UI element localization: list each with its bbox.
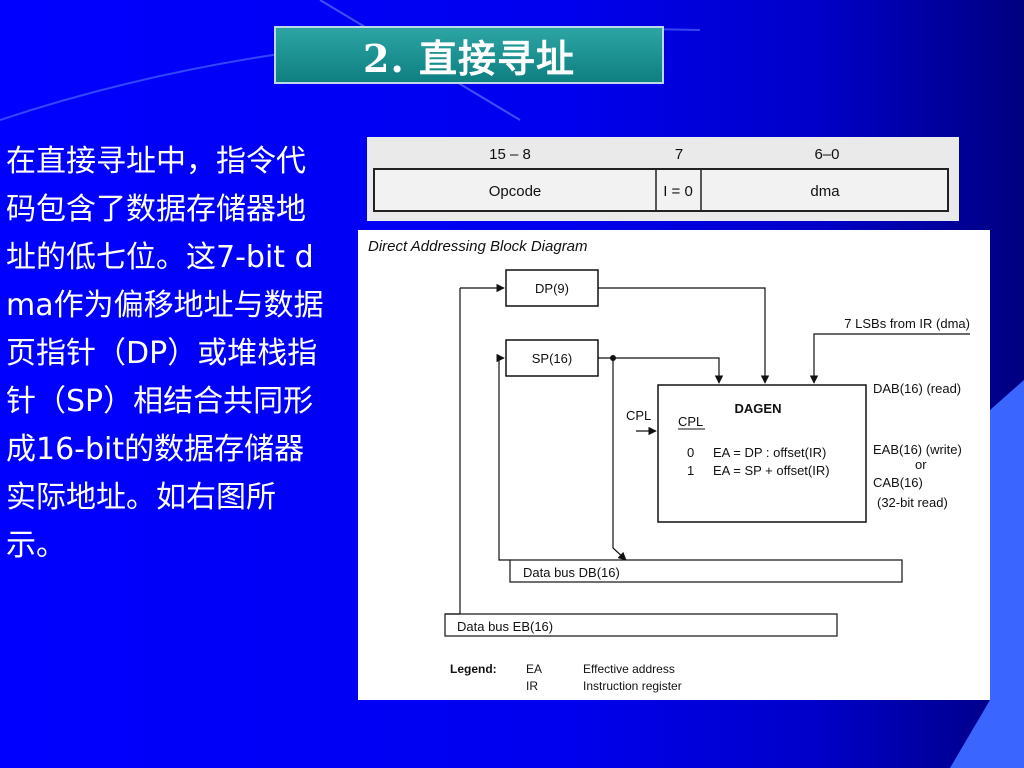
title-banner: 2. 直接寻址 xyxy=(274,26,664,84)
dagen-label: DAGEN xyxy=(735,401,782,416)
slide-body-text: 在直接寻址中，指令代码包含了数据存储器地址的低七位。这7-bit dma作为偏移… xyxy=(6,144,324,563)
opcode-field: Opcode xyxy=(489,183,542,200)
dagen-row-0-formula: EA = DP : offset(IR) xyxy=(713,445,826,460)
dab-output-label: DAB(16) (read) xyxy=(873,381,961,396)
sp-to-dagen-arrow xyxy=(598,357,724,384)
dp-register-label: DP(9) xyxy=(535,281,569,296)
dagen-row-1-cpl: 1 xyxy=(687,463,694,478)
ir-input-label: 7 LSBs from IR (dma) xyxy=(844,316,970,331)
instruction-format-panel: 15 – 8 7 6–0 Opcode I = 0 dma xyxy=(367,137,959,221)
dagen-box xyxy=(657,384,867,523)
ir-input-arrow xyxy=(809,333,970,384)
sp-tap-to-db-arrow xyxy=(612,358,627,561)
dma-field: dma xyxy=(810,183,840,200)
slide-title: 2. 直接寻址 xyxy=(363,35,575,81)
cpl-input-label: CPL xyxy=(626,408,651,423)
cab-output-note: (32-bit read) xyxy=(877,495,948,510)
or-label: or xyxy=(915,457,927,472)
bit-label-6-0: 6–0 xyxy=(814,146,839,163)
data-bus-eb-label: Data bus EB(16) xyxy=(457,619,553,634)
block-diagram-panel: Direct Addressing Block Diagram DP(9) SP… xyxy=(358,230,990,700)
bit-label-15-8: 15 – 8 xyxy=(489,146,531,163)
db-to-sp-line xyxy=(498,358,510,561)
data-bus-eb xyxy=(444,613,838,637)
legend-meaning-ea: Effective address xyxy=(583,662,675,676)
dp-register-box xyxy=(505,269,599,307)
instruction-format-figure: 15 – 8 7 6–0 Opcode I = 0 dma xyxy=(373,146,949,212)
bit-label-7: 7 xyxy=(675,146,683,163)
dagen-cpl-header: CPL xyxy=(678,414,703,429)
dagen-row-1-formula: EA = SP + offset(IR) xyxy=(713,463,830,478)
diagram-title: Direct Addressing Block Diagram xyxy=(368,238,588,255)
data-bus-db xyxy=(509,559,903,583)
instruction-word-box xyxy=(373,168,949,212)
i-bit-field: I = 0 xyxy=(663,183,693,200)
legend-abbr-ea: EA xyxy=(526,662,542,676)
cab-output-label: CAB(16) xyxy=(873,475,923,490)
dp-to-dagen-arrow xyxy=(598,287,770,384)
block-diagram: Direct Addressing Block Diagram DP(9) SP… xyxy=(368,238,970,693)
dagen-row-0-cpl: 0 xyxy=(687,445,694,460)
legend-abbr-ir: IR xyxy=(526,679,538,693)
legend-meaning-ir: Instruction register xyxy=(583,679,682,693)
eb-to-dp-line xyxy=(445,288,461,615)
legend-title: Legend: xyxy=(450,662,497,676)
eab-output-label: EAB(16) (write) xyxy=(873,442,962,457)
sp-register-label: SP(16) xyxy=(532,351,572,366)
data-bus-db-label: Data bus DB(16) xyxy=(523,565,620,580)
